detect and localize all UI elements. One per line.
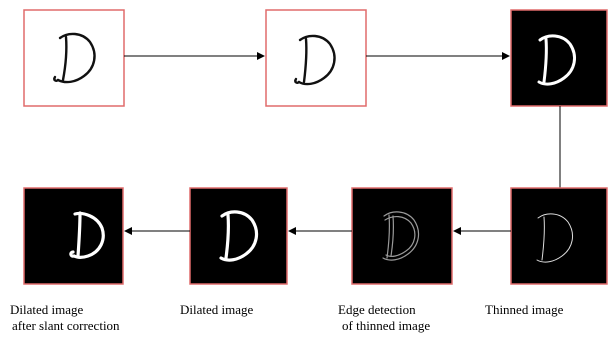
- panel-dilated: [189, 187, 288, 285]
- caption-thinned: Thinned image: [485, 302, 563, 318]
- caption-dilated-slant-line2: after slant correction: [12, 318, 120, 333]
- caption-dilated-line1: Dilated image: [180, 302, 254, 317]
- caption-thinned-line1: Thinned image: [485, 302, 564, 317]
- panel-edge-detection: [351, 187, 453, 285]
- caption-edge-detection-line2: of thinned image: [342, 318, 431, 333]
- caption-dilated-slant-line1: Dilated image: [10, 302, 84, 317]
- letter-d-dilated: [219, 210, 259, 262]
- letter-d-original: [53, 32, 96, 84]
- letter-d-thinned: [536, 213, 574, 263]
- caption-edge-detection-line1: Edge detection: [338, 302, 416, 317]
- panel-thinned: [510, 187, 608, 285]
- letter-d-edge: [382, 211, 420, 261]
- panel-dilated-slant: [23, 187, 124, 285]
- letter-d-slant-corrected: [294, 34, 336, 86]
- letter-d-dilated-slant: [69, 211, 105, 260]
- caption-edge-detection: Edge detection of thinned image: [338, 302, 430, 334]
- caption-dilated-slant: Dilated image after slant correction: [10, 302, 120, 334]
- letter-d-binarized: [537, 34, 577, 86]
- caption-dilated: Dilated image: [180, 302, 253, 318]
- panel-original: [23, 9, 125, 107]
- panel-slant-corrected: [265, 9, 367, 107]
- panel-binarized: [510, 9, 608, 107]
